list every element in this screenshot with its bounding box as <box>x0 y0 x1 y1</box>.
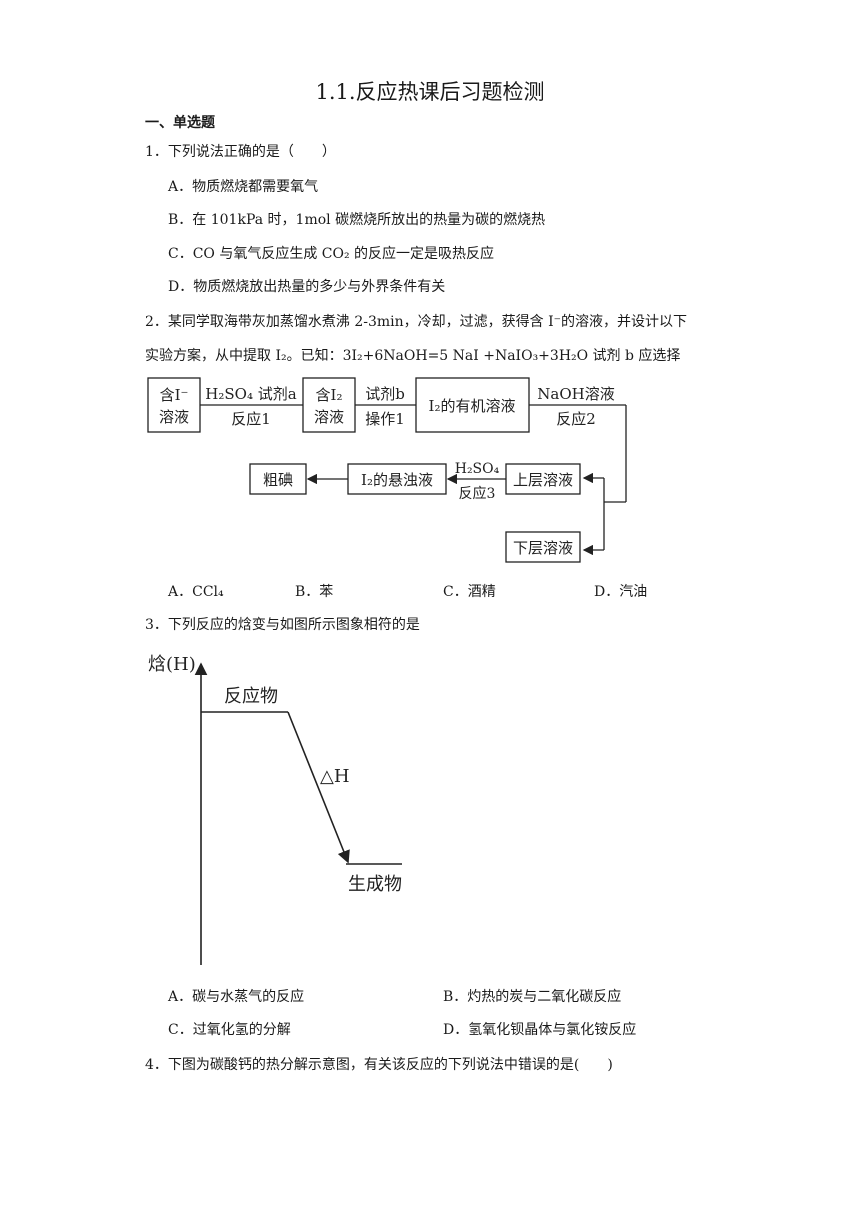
delta-h-label: △H <box>320 766 350 787</box>
question-1-stem: 1．下列说法正确的是（ ） <box>145 144 336 160</box>
question-1-option-b: B．在 101kPa 时，1mol 碳燃烧所放出的热量为碳的燃烧热 <box>168 212 546 228</box>
box-iodine-label-2: 溶液 <box>314 408 344 426</box>
question-2-option-b: B．苯 <box>295 584 334 600</box>
question-2-stem-line1: 2．某同学取海带灰加蒸馏水煮沸 2-3min，冷却，过滤，获得含 I⁻的溶液，并… <box>145 314 688 330</box>
arrow3-top-label: NaOH溶液 <box>537 385 614 403</box>
product-label: 生成物 <box>348 874 402 895</box>
question-3-option-a: A．碳与水蒸气的反应 <box>168 989 305 1005</box>
section-heading: 一、单选题 <box>145 115 215 131</box>
arrow2-top-label: 试剂b <box>365 385 405 403</box>
question-2-option-d: D．汽油 <box>594 584 648 600</box>
question-3-option-c: C．过氧化氢的分解 <box>168 1022 291 1038</box>
y-axis-label: 焓(H) <box>148 654 196 675</box>
question-1-option-c: C．CO 与氧气反应生成 CO₂ 的反应一定是吸热反应 <box>168 246 495 262</box>
question-3-stem: 3．下列反应的焓变与如图所示图象相符的是 <box>145 617 420 633</box>
box-iodine-label-1: 含I₂ <box>316 386 343 404</box>
reactant-label: 反应物 <box>224 686 278 707</box>
box-lower-label: 下层溶液 <box>513 539 573 557</box>
iodine-extraction-flowchart: 含I⁻ 溶液 H₂SO₄ 试剂a 反应1 含I₂ 溶液 试剂b 操作1 I₂的有… <box>147 377 627 563</box>
question-1-option-a: A．物质燃烧都需要氧气 <box>168 179 319 195</box>
arrow4-top-label: H₂SO₄ <box>455 461 500 477</box>
arrow4-bottom-label: 反应3 <box>459 485 496 502</box>
box-suspension-label: I₂的悬浊液 <box>361 471 433 489</box>
arrow1-top-label: H₂SO₄ 试剂a <box>205 385 296 403</box>
delta-h-arrow <box>287 711 350 864</box>
question-2-stem-line2: 实验方案，从中提取 I₂。已知：3I₂+6NaOH=5 NaI +NaIO₃+3… <box>145 348 681 364</box>
box-iodide-label-2: 溶液 <box>159 408 189 426</box>
question-2-option-c: C．酒精 <box>443 584 496 600</box>
question-4-stem: 4．下图为碳酸钙的热分解示意图，有关该反应的下列说法中错误的是( ) <box>145 1057 613 1073</box>
arrow2-bottom-label: 操作1 <box>365 410 405 428</box>
box-crude-label: 粗碘 <box>263 471 293 489</box>
box-iodide-label-1: 含I⁻ <box>160 386 189 404</box>
arrow3-bottom-label: 反应2 <box>556 410 596 428</box>
box-lower-layer <box>505 531 581 563</box>
question-3-option-d: D．氢氧化钡晶体与氯化铵反应 <box>443 1022 637 1038</box>
box-upper-label: 上层溶液 <box>513 471 573 489</box>
question-1-option-d: D．物质燃烧放出热量的多少与外界条件有关 <box>168 279 446 295</box>
question-2-option-a: A．CCl₄ <box>168 584 224 600</box>
page-title: 1.1.反应热课后习题检测 <box>315 80 545 104</box>
enthalpy-diagram: 焓(H) 反应物 △H 生成物 <box>148 654 402 965</box>
question-3-option-b: B．灼热的炭与二氧化碳反应 <box>443 989 622 1005</box>
box-crude-iodine <box>249 463 307 495</box>
box-organic-label: I₂的有机溶液 <box>429 397 516 415</box>
arrow1-bottom-label: 反应1 <box>231 410 271 428</box>
